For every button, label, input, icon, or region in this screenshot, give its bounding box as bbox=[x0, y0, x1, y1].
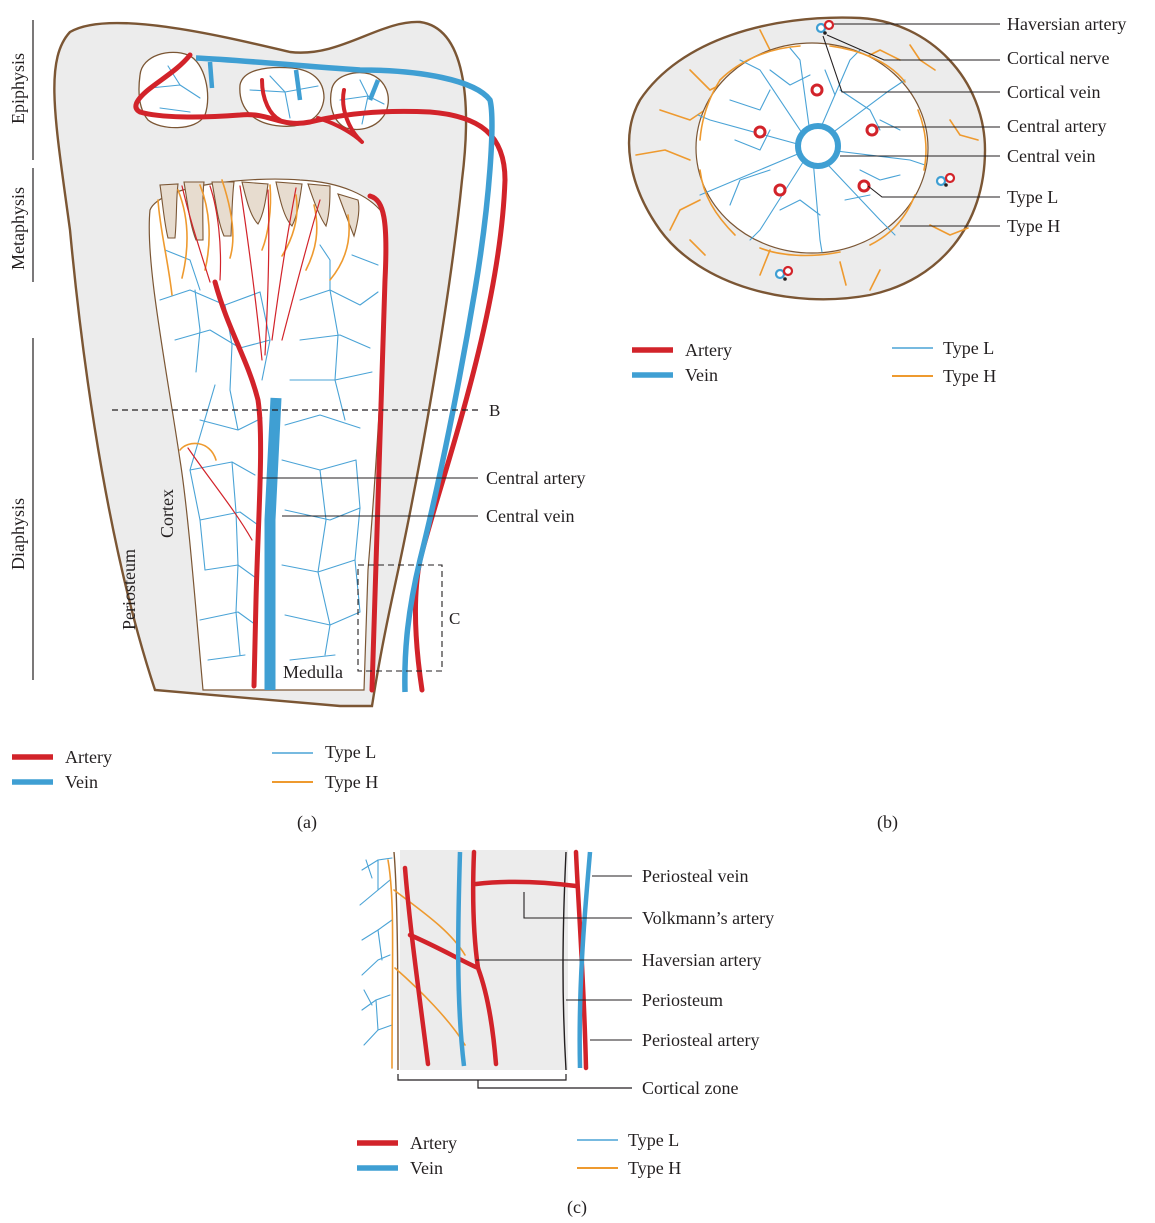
panel-a: Epiphysis Metaphysis Diaphysis bbox=[8, 20, 585, 833]
legend-b-artery-label: Artery bbox=[685, 340, 732, 360]
legend-b-type-l-label: Type L bbox=[943, 338, 994, 358]
legend-b: Artery Vein Type L Type H bbox=[632, 338, 996, 386]
callout-b-cortical-vein: Cortical vein bbox=[1007, 82, 1100, 102]
callout-c-volkmanns-artery: Volkmann’s artery bbox=[642, 908, 774, 928]
callout-c-periosteum: Periosteum bbox=[642, 990, 723, 1010]
panel-c: Periosteal vein Volkmann’s artery Havers… bbox=[357, 850, 774, 1218]
callout-b-central-vein: Central vein bbox=[1007, 146, 1095, 166]
label-medulla: Medulla bbox=[283, 662, 343, 682]
panel-b: Haversian artery Cortical nerve Cortical… bbox=[629, 14, 1126, 833]
section-marker-b: B bbox=[489, 401, 500, 420]
callout-b-central-artery: Central artery bbox=[1007, 116, 1106, 136]
central-vein-ring bbox=[798, 126, 838, 166]
callout-c-periosteal-vein: Periosteal vein bbox=[642, 866, 748, 886]
callout-a-central-vein: Central vein bbox=[486, 506, 574, 526]
legend-b-type-h-label: Type H bbox=[943, 366, 996, 386]
callout-b-type-l: Type L bbox=[1007, 187, 1058, 207]
section-marker-c: C bbox=[449, 609, 460, 628]
caption-a: (a) bbox=[297, 812, 317, 833]
callout-c-haversian-artery: Haversian artery bbox=[642, 950, 761, 970]
central-vein-vessel bbox=[270, 398, 276, 690]
callout-b-haversian-artery: Haversian artery bbox=[1007, 14, 1126, 34]
callout-c-periosteal-artery: Periosteal artery bbox=[642, 1030, 759, 1050]
label-epiphysis: Epiphysis bbox=[8, 53, 28, 124]
legend-c-type-h-label: Type H bbox=[628, 1158, 681, 1178]
legend-c-artery-label: Artery bbox=[410, 1133, 457, 1153]
callout-a-central-artery: Central artery bbox=[486, 468, 585, 488]
caption-c: (c) bbox=[567, 1197, 587, 1218]
legend-a: Artery Vein Type L Type H bbox=[12, 742, 378, 792]
callout-b-type-h: Type H bbox=[1007, 216, 1060, 236]
cortical-zone-bracket bbox=[398, 1074, 632, 1088]
label-periosteum: Periosteum bbox=[119, 549, 139, 630]
legend-c: Artery Vein Type L Type H bbox=[357, 1130, 681, 1178]
callout-c-cortical-zone: Cortical zone bbox=[642, 1078, 738, 1098]
caption-b: (b) bbox=[877, 812, 898, 833]
label-metaphysis: Metaphysis bbox=[8, 187, 28, 270]
legend-a-artery-label: Artery bbox=[65, 747, 112, 767]
legend-a-vein-label: Vein bbox=[65, 772, 98, 792]
legend-c-type-l-label: Type L bbox=[628, 1130, 679, 1150]
marrow-type-l-network bbox=[360, 858, 392, 1045]
endosteum-line bbox=[394, 852, 398, 1070]
label-cortex: Cortex bbox=[157, 489, 177, 538]
legend-a-type-l-label: Type L bbox=[325, 742, 376, 762]
label-diaphysis: Diaphysis bbox=[8, 498, 28, 570]
legend-a-type-h-label: Type H bbox=[325, 772, 378, 792]
legend-b-vein-label: Vein bbox=[685, 365, 718, 385]
callout-b-cortical-nerve: Cortical nerve bbox=[1007, 48, 1109, 68]
legend-c-vein-label: Vein bbox=[410, 1158, 443, 1178]
